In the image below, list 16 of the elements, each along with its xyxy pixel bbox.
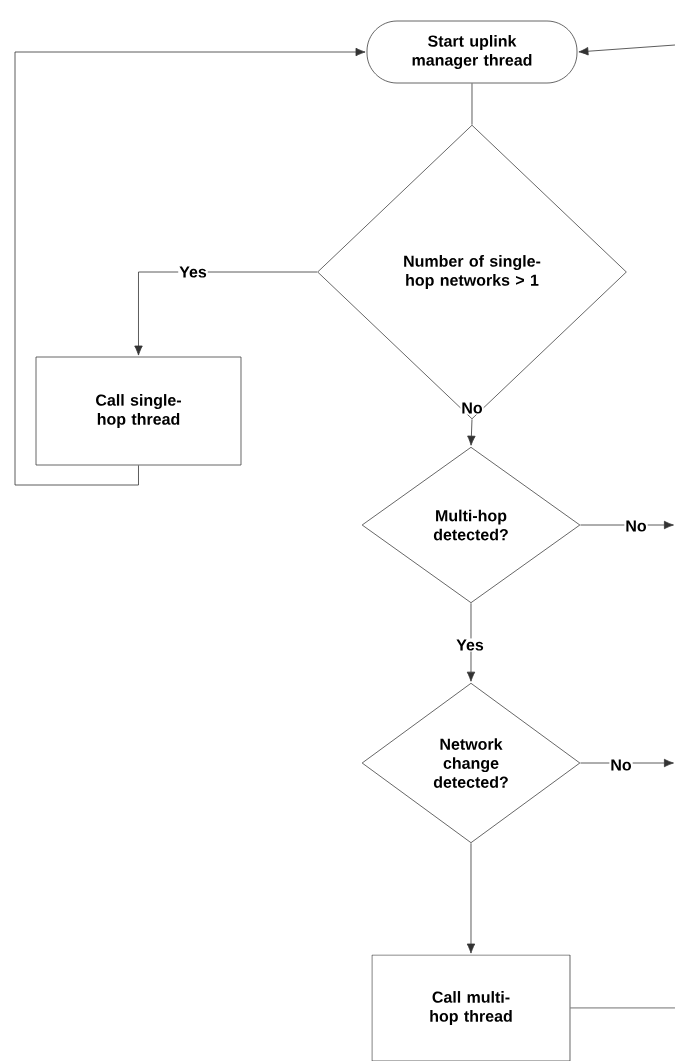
- arrow: [466, 842, 476, 954]
- edge-label: Yes: [178, 265, 208, 279]
- connector-line: [570, 1007, 675, 1009]
- edge-label: No: [609, 758, 633, 772]
- edge-label: No: [624, 519, 648, 533]
- edge-label: Yes: [455, 638, 485, 652]
- process-box: Call multi-hop thread: [371, 954, 571, 1061]
- process-box: Call single-hop thread: [35, 356, 242, 466]
- arrow: [578, 44, 675, 56]
- connector-line: [471, 83, 473, 126]
- start-terminal: Start uplink manager thread: [366, 20, 578, 84]
- arrow: [14, 47, 366, 486]
- arrow: [134, 271, 318, 356]
- arrow: [466, 602, 476, 682]
- edge-label: No: [460, 401, 484, 415]
- arrow: [467, 418, 476, 446]
